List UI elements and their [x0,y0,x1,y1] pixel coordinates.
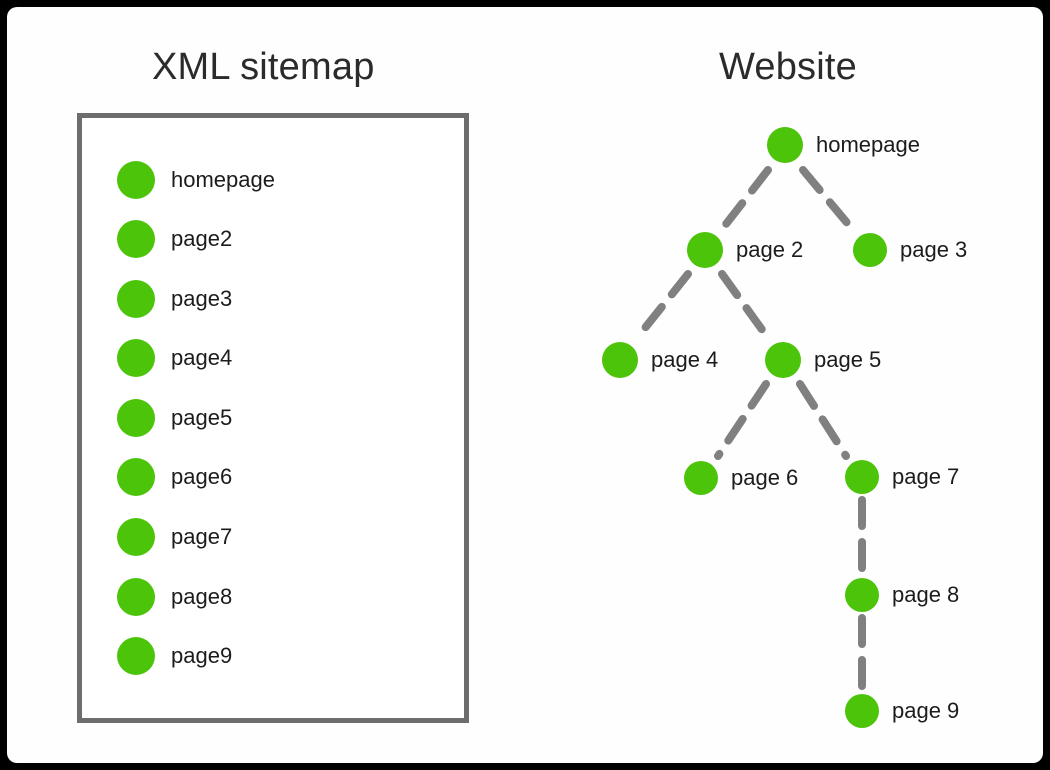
sitemap-list-item[interactable]: homepage [117,160,275,200]
tree-node-dot-icon [845,460,879,494]
tree-node-label: homepage [816,132,920,157]
sitemap-bullet-icon [117,220,155,258]
sitemap-bullet-icon [117,280,155,318]
tree-node-page9[interactable]: page 9 [845,694,959,728]
xml-sitemap-list: homepage page2 page3 page4 page5 page6 page7 pa… [82,118,464,718]
tree-node-dot-icon [684,461,718,495]
sitemap-item-label: page3 [171,286,233,311]
sitemap-item-label: page2 [171,226,233,251]
tree-node-label: page 3 [900,237,968,262]
tree-node-label: page 2 [736,237,804,262]
sitemap-bullet-icon [117,339,155,377]
sitemap-list-item[interactable]: page4 [117,338,232,378]
tree-node-label: page 4 [651,347,719,372]
diagram-inner-surface: XML sitemap Website homepage page2 page3 pa… [7,7,1043,763]
tree-node-label: page 5 [814,347,882,372]
tree-node-homepage[interactable]: homepage [767,127,920,163]
tree-node-page8[interactable]: page 8 [845,578,959,612]
tree-node-page6[interactable]: page 6 [684,461,798,495]
sitemap-list-item[interactable]: page2 [117,219,232,259]
tree-node-page2[interactable]: page 2 [687,232,803,268]
sitemap-list-item[interactable]: page8 [117,577,232,617]
sitemap-item-label: page7 [171,524,233,549]
tree-node-page7[interactable]: page 7 [845,460,959,494]
sitemap-item-label: page9 [171,643,233,668]
sitemap-list-item[interactable]: page3 [117,279,232,319]
sitemap-item-label: page4 [171,345,233,370]
sitemap-item-label: homepage [171,167,275,192]
tree-node-page4[interactable]: page 4 [602,342,718,378]
page-title-xml-sitemap: XML sitemap [152,46,375,88]
sitemap-bullet-icon [117,399,155,437]
tree-node-dot-icon [845,694,879,728]
sitemap-item-label: page5 [171,405,233,430]
sitemap-list-item[interactable]: page5 [117,398,232,438]
page-title-website: Website [719,46,857,88]
tree-node-page3[interactable]: page 3 [853,233,967,267]
xml-sitemap-box: homepage page2 page3 page4 page5 page6 page7 pa… [77,113,469,723]
sitemap-bullet-icon [117,161,155,199]
sitemap-bullet-icon [117,518,155,556]
tree-node-dot-icon [687,232,723,268]
sitemap-bullet-icon [117,458,155,496]
tree-node-page5[interactable]: page 5 [765,342,881,378]
sitemap-item-label: page8 [171,584,233,609]
website-tree-nodes: homepage page 2 page 3 page 4 page 5 page 6 pa… [7,7,1043,763]
tree-node-label: page 6 [731,465,799,490]
tree-node-dot-icon [765,342,801,378]
tree-node-label: page 8 [892,582,960,607]
tree-node-dot-icon [853,233,887,267]
tree-node-dot-icon [602,342,638,378]
tree-node-dot-icon [767,127,803,163]
sitemap-item-label: page6 [171,464,233,489]
sitemap-list-item[interactable]: page9 [117,636,232,676]
tree-node-label: page 7 [892,464,960,489]
sitemap-bullet-icon [117,578,155,616]
sitemap-bullet-icon [117,637,155,675]
sitemap-list-item[interactable]: page7 [117,517,232,557]
sitemap-list-item[interactable]: page6 [117,457,232,497]
tree-node-dot-icon [845,578,879,612]
tree-node-label: page 9 [892,698,960,723]
